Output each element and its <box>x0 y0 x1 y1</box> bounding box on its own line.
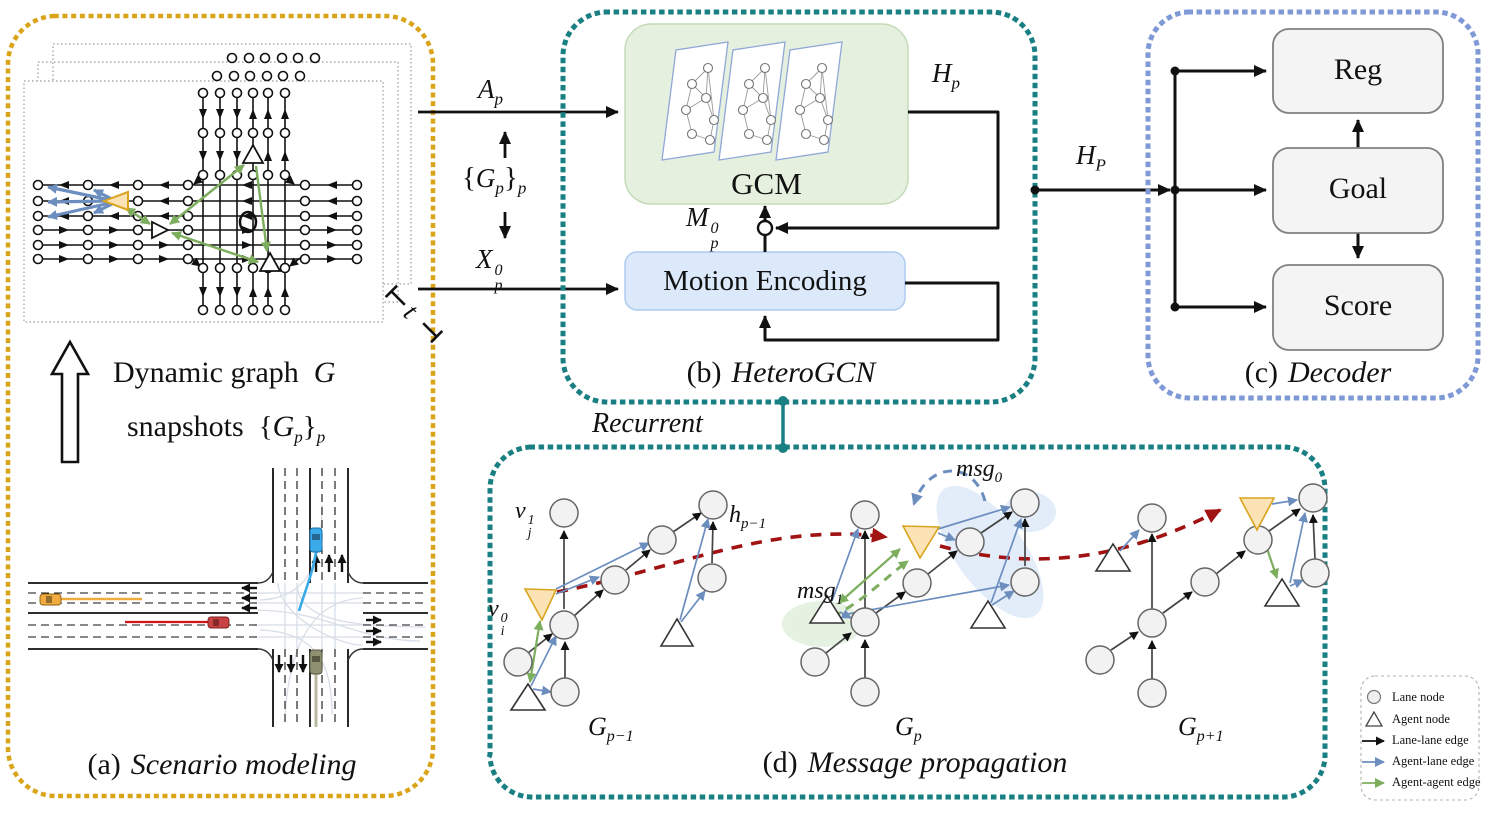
hp-label: Hp <box>932 58 960 93</box>
agent-orange-next <box>1238 497 1276 532</box>
score-label: Score <box>1323 289 1393 322</box>
agent-white-cur <box>808 594 846 624</box>
agent-white-next-2 <box>1263 577 1301 607</box>
legend-agent-lane-edge: Agent-lane edge <box>1392 754 1475 768</box>
graph-g-next <box>1085 483 1330 708</box>
recurrent-label: Recurrent <box>592 408 703 439</box>
time-axis: t <box>384 284 444 344</box>
panel-a-caption: (a)Scenario modeling <box>87 748 357 781</box>
peek-nodes <box>211 52 321 82</box>
fusion-junction-icon <box>756 219 774 237</box>
reg-label: Reg <box>1333 53 1383 86</box>
snapshot-set-label: {Gp}p <box>462 162 527 198</box>
legend-agent-agent-edge: Agent-agent edge <box>1392 775 1481 789</box>
agent-lane-fan <box>47 183 113 220</box>
panel-d-message-propagation <box>487 444 1330 800</box>
g-next-label: Gp+1 <box>1178 712 1224 746</box>
panel-d-caption: (d)Message propagation <box>762 746 1068 779</box>
lane-node-icon <box>1366 689 1382 705</box>
panel-a-border <box>5 13 436 799</box>
graph-g-cur <box>800 469 1040 707</box>
agent-white-prev-2 <box>659 617 695 647</box>
blue-car-trail <box>297 551 318 612</box>
motion-encoding-label: Motion Encoding <box>663 265 867 297</box>
io-arrows <box>418 106 619 295</box>
msg1-label: msg1 <box>797 578 844 608</box>
goal-box <box>1272 147 1444 234</box>
adjacency-label: Ap <box>478 74 503 109</box>
motion-feedback-path <box>759 281 1000 342</box>
up-arrow-icon <box>49 339 91 464</box>
agent-white-next <box>1094 542 1132 572</box>
snapshots-annotation: snapshots {Gp}p <box>127 410 326 447</box>
msg0-dashed-edge <box>911 469 987 506</box>
agent-white-triangle <box>151 220 171 240</box>
goal-label: Goal <box>1328 172 1388 205</box>
panel-c-caption: (c)Decoder <box>1244 356 1392 389</box>
panel-c-border <box>1145 9 1481 401</box>
panel-b-heterogcn <box>560 9 1038 453</box>
panel-b-caption: (b)HeteroGCN <box>686 356 876 389</box>
reg-box <box>1272 28 1444 114</box>
gcm-planes <box>661 41 843 161</box>
recurrent-connector <box>778 396 788 453</box>
agent-orange-prev <box>523 588 558 622</box>
msg0-label: msg0 <box>956 456 1003 486</box>
score-box <box>1272 264 1444 351</box>
agent-agent-edges <box>125 164 271 264</box>
panel-c-decoder <box>1145 9 1481 401</box>
g-cur-label: Gp <box>895 712 922 746</box>
hp-feedback-path <box>775 110 1000 234</box>
panel-b-border <box>560 9 1038 405</box>
graph-g-prev <box>503 490 728 711</box>
legend-lane-lane-edge: Lane-lane edge <box>1392 733 1469 747</box>
legend-agent-node: Agent node <box>1392 712 1450 726</box>
panel-d-border <box>487 444 1328 800</box>
legend-box <box>1360 675 1480 801</box>
agent-up-triangle-2 <box>258 251 282 272</box>
legend-lane-node: Lane node <box>1392 690 1445 704</box>
dynamic-graph-annotation: Dynamic graph G <box>113 356 336 389</box>
g-prev-label: Gp−1 <box>588 712 634 746</box>
agent-yellow-triangle <box>101 190 129 212</box>
hprev-label: hp−1 <box>729 502 767 532</box>
agent-node-icon <box>1364 710 1384 727</box>
agent-white-prev <box>509 682 547 711</box>
gcm-label: GCM <box>731 166 802 201</box>
panel-a-scenario: t <box>5 13 444 799</box>
agent-white-cur-2 <box>969 599 1007 629</box>
hp-out-label: HP <box>1076 140 1106 175</box>
agent-orange-cur <box>901 525 941 560</box>
lane-graph <box>32 87 363 316</box>
msg1-dashed-edge <box>831 559 909 619</box>
road-scene <box>28 468 428 727</box>
agent-up-triangle-1 <box>241 143 265 164</box>
